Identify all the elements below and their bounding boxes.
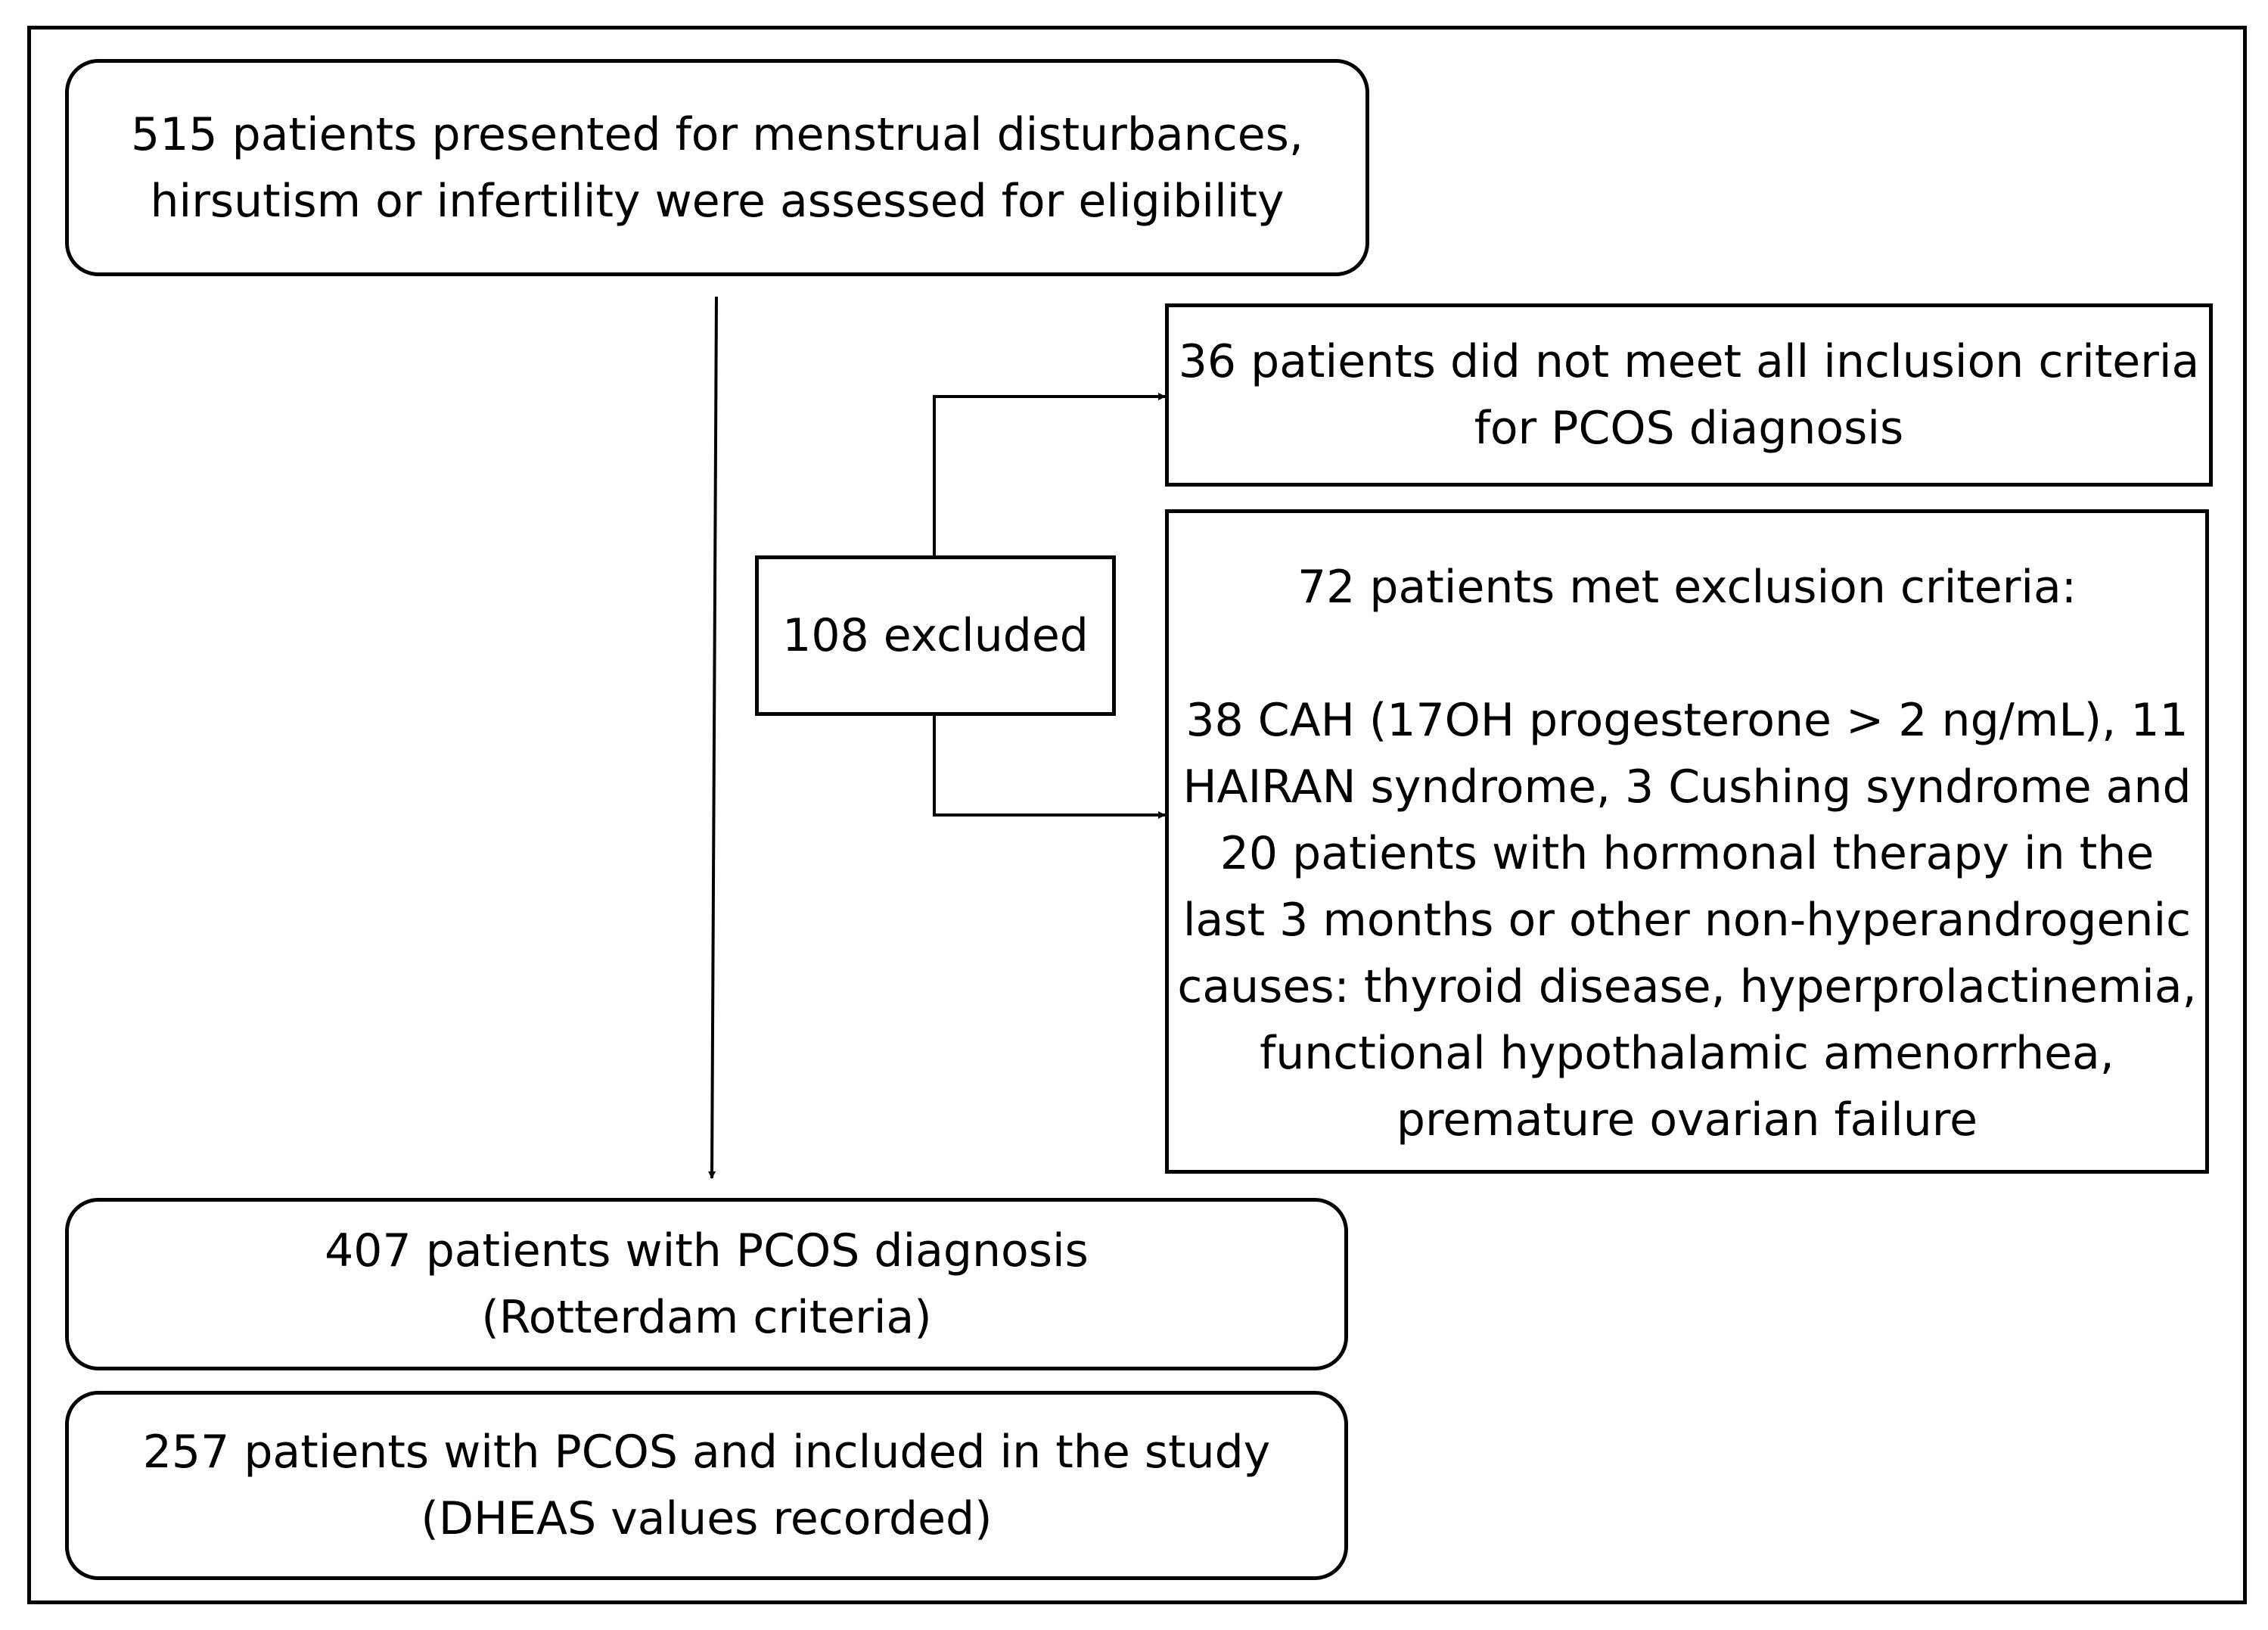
excluded-label: 108 excluded [782, 609, 1089, 662]
exclusion-heading: 72 patients met exclusion criteria: [1297, 561, 2077, 614]
exclusion-line-7: premature ovarian failure [1396, 1093, 1978, 1146]
excluded-box: 108 excluded [755, 555, 1116, 716]
pcos-diagnosis-line-1: 407 patients with PCOS diagnosis [325, 1224, 1089, 1277]
not-meeting-criteria-box: 36 patients did not meet all inclusion c… [1165, 303, 2213, 487]
not-meeting-line-1: 36 patients did not meet all inclusion c… [1178, 335, 2200, 388]
included-box: 257 patients with PCOS and included in t… [65, 1391, 1348, 1580]
exclusion-line-1: 38 CAH (17OH progesterone > 2 ng/mL), 11 [1185, 694, 2189, 747]
included-line-2: (DHEAS values recorded) [421, 1492, 993, 1545]
figure-frame [27, 26, 2247, 1604]
exclusion-spacer [1169, 621, 2205, 687]
pcos-diagnosis-box: 407 patients with PCOS diagnosis (Rotter… [65, 1198, 1348, 1370]
arrow-to-exclusion-box [933, 716, 1166, 819]
assessed-line-2: hirsutism or infertility were assessed f… [150, 174, 1285, 228]
exclusion-line-4: last 3 months or other non-hyperandrogen… [1182, 894, 2192, 947]
not-meeting-line-2: for PCOS diagnosis [1474, 402, 1904, 455]
included-line-1: 257 patients with PCOS and included in t… [142, 1426, 1271, 1479]
assessed-line-1: 515 patients presented for menstrual dis… [131, 107, 1303, 161]
exclusion-line-6: functional hypothalamic amenorrhea, [1260, 1027, 2114, 1080]
main-flow-arrow [708, 296, 718, 1179]
exclusion-criteria-box: 72 patients met exclusion criteria: 38 C… [1165, 509, 2209, 1174]
exclusion-line-2: HAIRAN syndrome, 3 Cushing syndrome and [1182, 761, 2192, 813]
exclusion-line-5: causes: thyroid disease, hyperprolactine… [1177, 960, 2197, 1013]
pcos-diagnosis-line-2: (Rotterdam criteria) [481, 1291, 932, 1344]
exclusion-details: 38 CAH (17OH progesterone > 2 ng/mL), 11… [1169, 687, 2205, 1153]
assessed-box: 515 patients presented for menstrual dis… [65, 59, 1369, 276]
arrow-to-inclusion-box [933, 393, 1166, 555]
exclusion-line-3: 20 patients with hormonal therapy in the [1219, 827, 2155, 880]
